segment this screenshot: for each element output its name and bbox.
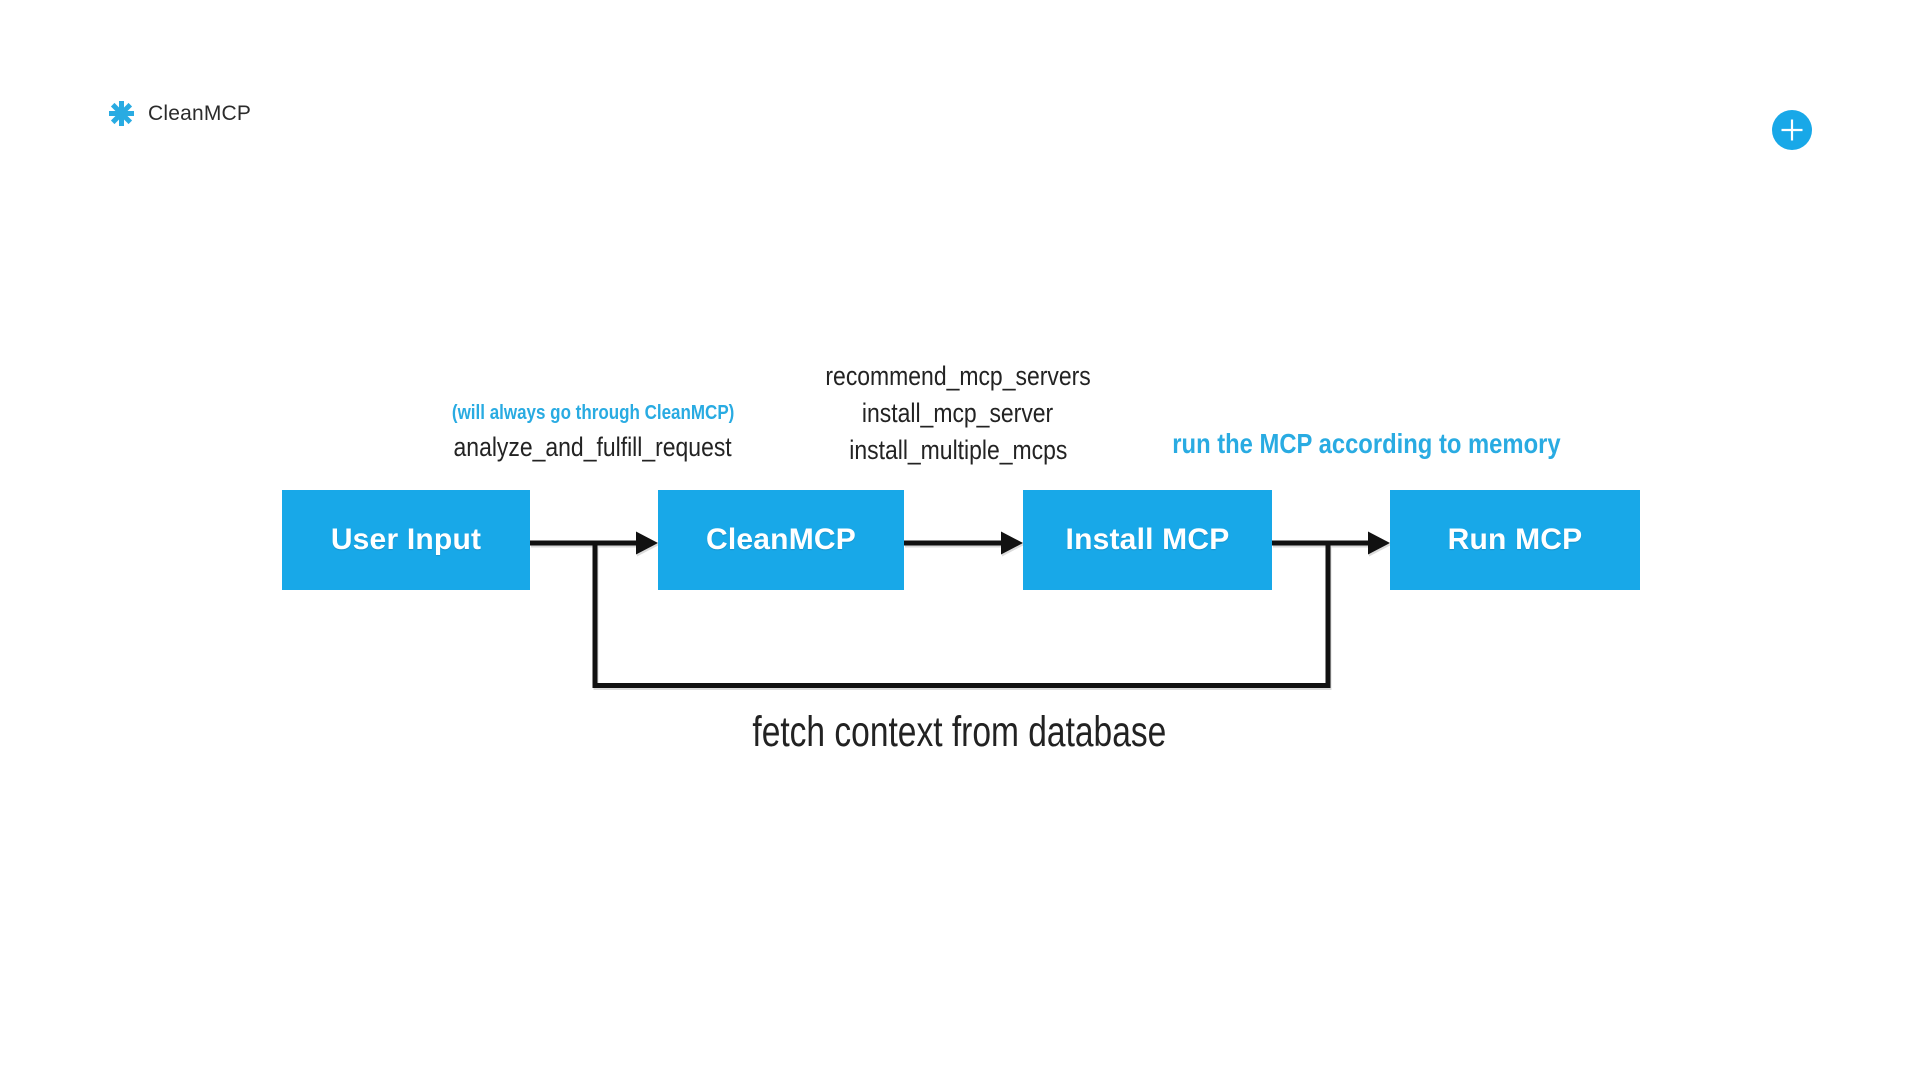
annotation-right: run the MCP according to memory [1138,428,1560,460]
node-run-mcp[interactable]: Run MCP [1390,490,1640,590]
node-install-mcp-label: Install MCP [1065,523,1230,556]
arrowhead-runmcp [1368,531,1390,555]
arrowhead-installmcp [1001,531,1023,555]
node-run-mcp-label: Run MCP [1447,523,1583,556]
node-cleanmcp[interactable]: CleanMCP [658,490,904,590]
node-user-input[interactable]: User Input [282,490,530,590]
annotation-mid-tool-2: install_mcp_server [862,398,1054,428]
annotation-mid-tool-1: recommend_mcp_servers [825,361,1091,391]
node-install-mcp[interactable]: Install MCP [1023,490,1272,590]
add-button[interactable] [1772,110,1812,150]
annotation-left: (will always go through CleanMCP) analyz… [393,401,793,462]
brand-logo-label: CleanMCP [148,101,252,125]
feedback-loop-caption: fetch context from database [752,708,1166,756]
node-user-input-label: User Input [330,523,482,556]
brand-logo[interactable]: CleanMCP [108,100,251,127]
annotation-left-note: (will always go through CleanMCP) [451,402,735,424]
annotation-left-tool: analyze_and_fulfill_request [453,432,733,462]
annotation-mid-tool-3: install_multiple_mcps [848,435,1068,465]
plus-icon [1780,118,1804,142]
connector-feedback-loop [592,543,1331,688]
asterisk-icon [108,100,135,127]
annotation-right-note: run the MCP according to memory [1172,428,1561,459]
arrowhead-cleanmcp [636,531,658,555]
node-cleanmcp-label: CleanMCP [706,523,856,556]
annotation-mid-tools: recommend_mcp_servers install_mcp_server… [758,358,1158,469]
